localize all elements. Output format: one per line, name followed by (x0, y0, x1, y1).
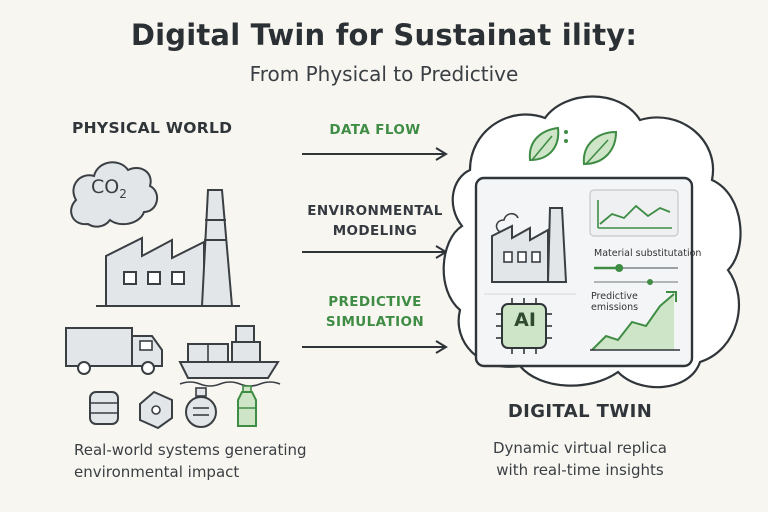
twin-factory-icon (491, 207, 568, 283)
trend-chart-icon (590, 291, 680, 351)
ai-chip-icon (496, 298, 552, 354)
flow-label-line: SIMULATION (325, 314, 425, 330)
ship-icon (178, 325, 281, 387)
predictive-label-line: emissions (591, 302, 639, 313)
page-subtitle: From Physical to Predictive (249, 62, 519, 86)
flow-label-predictive-simulation: PREDICTIVE SIMULATION (300, 292, 450, 332)
physical-world-description: Real-world systems generating environmen… (74, 439, 307, 483)
arrow-data-flow (302, 147, 448, 161)
leaf-dot-icon (564, 139, 568, 143)
co2-text: CO (91, 176, 120, 198)
bottle-icon (237, 385, 257, 427)
flow-label-line: ENVIRONMENTAL (307, 203, 443, 219)
arrow-environmental-modeling (302, 245, 448, 259)
flow-label-line: PREDICTIVE (328, 294, 422, 310)
digital-twin-description: Dynamic virtual replica with real-time i… (460, 437, 700, 481)
predictive-emissions-label: Predictive emissions (591, 291, 638, 313)
description-line: with real-time insights (496, 461, 664, 479)
predictive-label-line: Predictive (591, 291, 638, 302)
co2-cloud-icon (70, 161, 159, 228)
description-line: Real-world systems generating (74, 441, 307, 459)
factory-icon (96, 189, 240, 307)
line-chart-icon (589, 189, 679, 237)
ai-chip-label: AI (514, 309, 536, 331)
co2-subscript: 2 (119, 186, 127, 201)
co2-label: CO2 (91, 176, 127, 201)
barrel-icon (89, 391, 119, 425)
page-title: Digital Twin for Sustainat ility: (130, 18, 638, 52)
slider-knob[interactable] (615, 264, 624, 272)
description-line: environmental impact (74, 463, 240, 481)
truck-icon (65, 327, 163, 375)
leaf-dot-icon (564, 130, 568, 134)
divider-dot (647, 279, 653, 285)
flask-icon (185, 387, 217, 428)
description-line: Dynamic virtual replica (492, 439, 667, 457)
material-slider[interactable] (594, 264, 678, 272)
digital-twin-heading: DIGITAL TWIN (507, 401, 653, 422)
leaf-icon (582, 130, 618, 166)
flow-label-data-flow: DATA FLOW (329, 122, 421, 138)
material-block-icon (139, 390, 173, 430)
physical-world-heading: PHYSICAL WORLD (72, 119, 233, 137)
arrow-predictive-simulation (302, 340, 448, 354)
flow-label-line: MODELING (332, 223, 418, 239)
leaf-icon (528, 126, 560, 162)
flow-label-environmental-modeling: ENVIRONMENTAL MODELING (300, 201, 450, 241)
material-substitution-label: Material substitutation (594, 248, 702, 259)
